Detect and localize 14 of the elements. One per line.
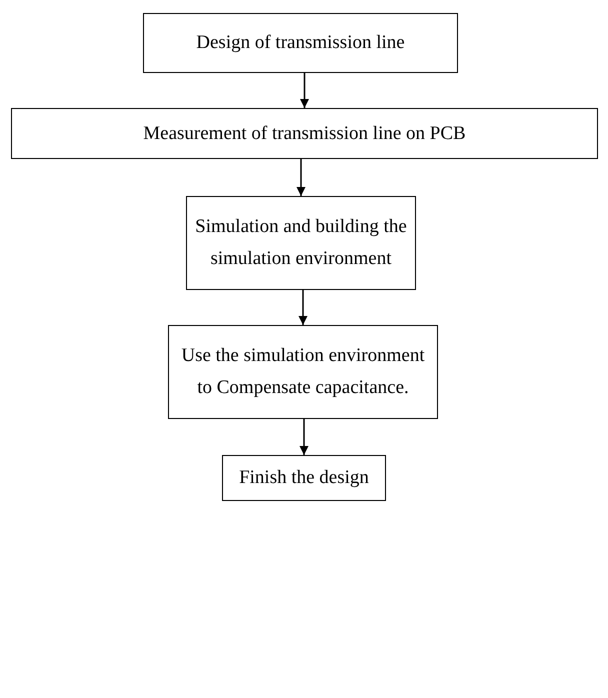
process-box [222, 455, 386, 501]
process-box [143, 13, 458, 73]
step-label: Finish the design [238, 466, 370, 490]
step-label: Use the simulation environment to Compensate capacitance. [180, 344, 426, 400]
step-label: Measurement of transmission line on PCB [142, 122, 467, 146]
arrow [300, 73, 309, 108]
process-box [186, 196, 416, 290]
step-label: Design of transmission line [195, 31, 406, 55]
step-label: Simulation and building the simulation environment [194, 215, 408, 271]
arrow [296, 159, 306, 196]
process-box [168, 325, 438, 419]
arrow [300, 419, 308, 455]
arrow [298, 290, 308, 325]
process-box [11, 108, 598, 159]
